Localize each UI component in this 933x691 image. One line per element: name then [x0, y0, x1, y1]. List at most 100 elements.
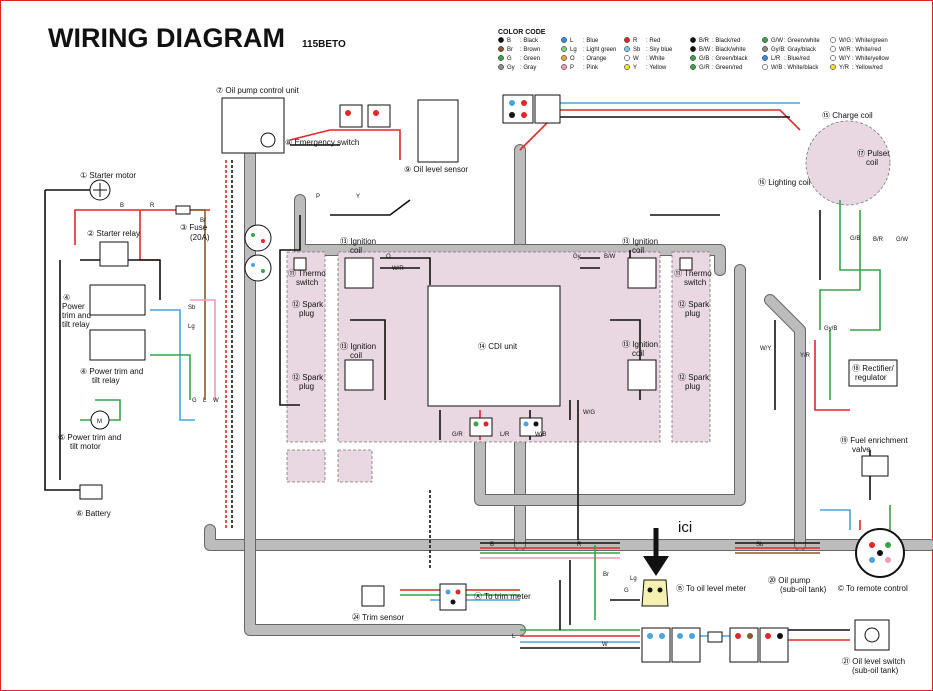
legend-swatch — [624, 46, 630, 52]
charge-coil-label: ⑮ Charge coil — [822, 111, 873, 120]
legend-swatch — [561, 64, 567, 70]
legend-swatch — [830, 46, 836, 52]
thermo-switch-right-a: ⑪ Thermo — [674, 269, 712, 278]
spark-plug-label-4a: ⑫ Spark — [678, 373, 710, 382]
legend-swatch — [561, 46, 567, 52]
legend-code: Gy — [507, 65, 515, 71]
wire-code-tag: Sb — [756, 542, 764, 548]
oil-level-switch-label-a: ㉑ Oil level switch — [842, 657, 905, 666]
thermo-switch-left-a: ⑪ Thermo — [288, 269, 326, 278]
legend-code: W/B — [771, 65, 782, 71]
legend-swatch — [830, 37, 836, 43]
wire-code-tag: B — [490, 542, 494, 548]
legend-swatch — [624, 37, 630, 43]
starter-relay-box — [99, 241, 129, 267]
wire-code-tag: W — [602, 642, 608, 648]
to-trim-meter-label: Ⓐ To trim meter — [474, 592, 531, 601]
fuse-rating: (20A) — [190, 233, 210, 242]
legend-color-name: : Red — [646, 38, 660, 44]
ignition-coil-label-3a: ⑬ Ignition — [622, 237, 658, 246]
wire-code-tag: Lg — [188, 324, 195, 330]
legend-code: Y — [633, 65, 637, 71]
spark-plug-label-1a: ⑫ Spark — [292, 300, 324, 309]
trim-relay-label-a: Power — [62, 302, 85, 311]
wire-code-tag: G/B — [850, 236, 860, 242]
fuse-label: ③ Fuse — [180, 223, 208, 232]
legend-code: L/R — [771, 56, 781, 62]
legend-color-name: : Yellow/red — [852, 65, 883, 71]
legend-color-name: : White/green — [852, 38, 888, 44]
ignition-coil-label-1b: coil — [350, 246, 362, 255]
legend-swatch — [690, 46, 696, 52]
spark-plug-label-2b: plug — [299, 382, 314, 391]
legend-code: O — [570, 56, 575, 62]
legend-color-name: : Yellow — [646, 65, 667, 71]
wire-code-tag: W/R — [392, 266, 404, 272]
wire-code-tag: G — [192, 398, 197, 404]
wire-harness — [204, 144, 933, 636]
wire-code-tag: Gy — [573, 254, 581, 260]
legend-color-name: : Gray — [520, 65, 536, 71]
legend-swatch — [624, 55, 630, 61]
fuel-enrichment-label-b: valve — [852, 445, 871, 454]
legend-color-name: : Brown — [520, 47, 540, 53]
thermo-switch-right-b: switch — [684, 278, 706, 287]
thermo-switch-left — [293, 257, 307, 271]
connector-left-round — [244, 224, 272, 282]
legend-code: L — [570, 38, 574, 44]
annotation-arrow — [643, 528, 669, 576]
legend-code: B/W — [699, 47, 711, 53]
legend-code: B/R — [699, 38, 710, 44]
thermo-switch-right — [679, 257, 693, 271]
spark-plug-label-1b: plug — [299, 309, 314, 318]
legend-title: COLOR CODE — [498, 29, 546, 36]
fuel-enrichment-label-a: ⑲ Fuel enrichment — [840, 436, 908, 445]
trim-relay-num: ④ — [63, 293, 70, 302]
legend-swatch — [762, 46, 768, 52]
legend-swatch — [690, 37, 696, 43]
ignition-coil-label-4b: coil — [632, 349, 644, 358]
oil-pump-control-label: ⑦ Oil pump control unit — [216, 86, 300, 95]
battery-symbol — [79, 484, 103, 500]
legend-color-name: : Black/red — [712, 38, 740, 44]
to-remote-control-label: © To remote control — [838, 584, 908, 593]
legend-swatch — [830, 55, 836, 61]
ignition-coil-label-1a: ⑬ Ignition — [340, 237, 376, 246]
emergency-switch-label: ⑧ Emergency switch — [285, 138, 359, 147]
ignition-coil-label-2b: coil — [350, 351, 362, 360]
connector-top-center — [502, 94, 561, 124]
wire-code-tag: G/R — [452, 432, 463, 438]
wire-code-tag: Y — [356, 194, 360, 200]
legend-color-name: : Sky blue — [646, 47, 673, 53]
legend-color-name: : Blue — [583, 38, 599, 44]
cdi-unit-box — [427, 285, 561, 407]
oil-level-switch-label-b: (sub-oil tank) — [852, 666, 899, 675]
legend-color-name: : Orange — [583, 56, 607, 62]
spark-plug-label-2a: ⑫ Spark — [292, 373, 324, 382]
legend-code: G/B — [699, 56, 709, 62]
legend-color-name: : Blue/red — [784, 56, 810, 62]
legend-color-name: : Pink — [583, 65, 599, 71]
legend-color-name: : Black/white — [712, 47, 746, 53]
trim-meter-connector — [439, 583, 467, 611]
oil-pump-sub-label-a: ⑳ Oil pump — [768, 576, 811, 585]
battery-label: ⑥ Battery — [76, 509, 111, 518]
oil-level-sensor-label: ⑨ Oil level sensor — [404, 165, 468, 174]
thermo-switch-left-b: switch — [296, 278, 318, 287]
legend-code: Y/R — [839, 65, 850, 71]
oil-level-sensor-box — [417, 99, 459, 163]
svg-text:M: M — [97, 419, 102, 425]
legend-code: W/Y — [839, 56, 850, 62]
trim-sensor-box — [361, 585, 385, 607]
diagram-title: WIRING DIAGRAM — [48, 23, 285, 53]
cdi-connectors — [469, 417, 543, 437]
annotation-ici: ici — [678, 519, 692, 536]
legend-swatch — [690, 55, 696, 61]
legend-swatch — [762, 37, 768, 43]
legend-color-name: : Green/black — [712, 56, 749, 62]
oil-pump-sub-label-b: (sub-oil tank) — [780, 585, 827, 594]
legend-swatch — [498, 37, 504, 43]
starter-motor-symbol — [89, 179, 111, 201]
